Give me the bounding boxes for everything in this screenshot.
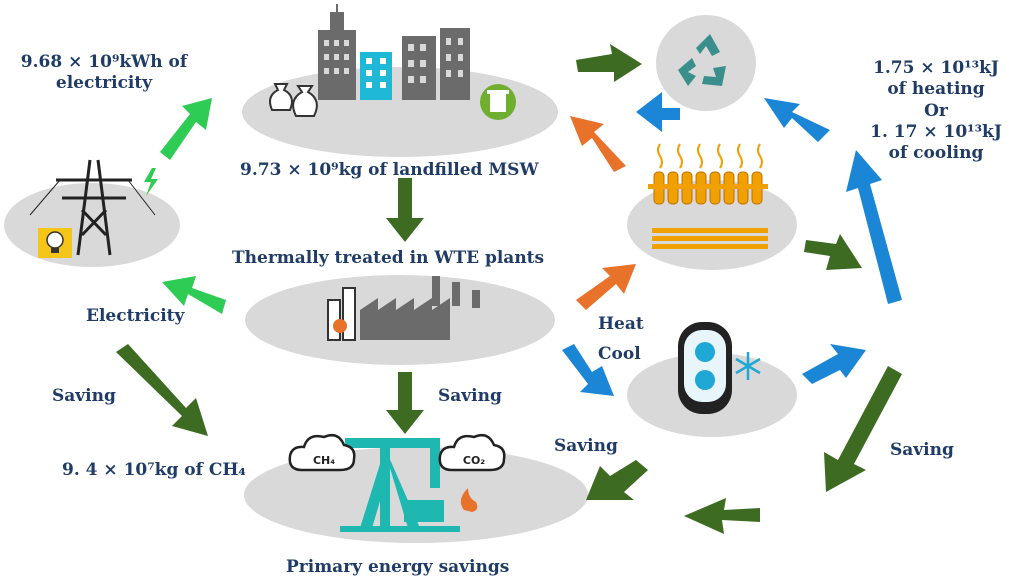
arrow-heating-to-saving: [804, 234, 862, 270]
arrow-plant-to-cool: [562, 344, 614, 396]
radiator-heating-icon: [648, 143, 768, 249]
co2-cloud-label: CO₂: [463, 454, 485, 467]
or-label: Or: [924, 100, 948, 121]
arrow-plant-to-heat: [576, 264, 636, 310]
cooling-line2: of cooling: [888, 143, 984, 163]
trash-bags-icon: [269, 83, 318, 117]
saving-bottom-right-label: Saving: [554, 436, 618, 456]
primary-energy-label: Primary energy savings: [286, 557, 510, 577]
arrow-plant-to-pylon: [162, 276, 226, 314]
lightbulb-icon: [38, 228, 72, 258]
arrow-heating-to-recycle: [636, 92, 680, 132]
electricity-amount-line2: electricity: [55, 73, 153, 94]
saving-center-label: Saving: [438, 386, 502, 406]
arrow-pylon-to-city: [160, 98, 212, 160]
ch4-cloud-label: CH₄: [313, 454, 335, 467]
arrow-saving-up-to-heating: [846, 150, 902, 304]
cool-label: Cool: [598, 344, 641, 364]
arrow-right-saving-down: [824, 366, 902, 492]
methane-amount-label: 9. 4 × 10⁷kg of CH₄: [62, 460, 246, 480]
saving-right-label: Saving: [890, 440, 954, 460]
air-cooler-icon: [678, 322, 732, 414]
electricity-amount-line1: 9.68 × 10⁹kWh of: [20, 52, 188, 72]
landfill-amount-label: 9.73 × 10⁹kg of landfilled MSW: [240, 160, 539, 180]
thermal-treatment-label: Thermally treated in WTE plants: [232, 248, 545, 268]
ch4-cloud-icon: [288, 434, 356, 472]
saving-left-label: Saving: [52, 386, 116, 406]
arrow-city-to-recycle: [576, 44, 642, 82]
city-buildings-icon: [318, 4, 470, 100]
snowflake-icon: [735, 352, 761, 380]
arrow-plant-to-primary: [386, 372, 424, 434]
heating-cooling-label: 1.75 × 10¹³kJ of heating Or 1. 17 × 10¹³…: [850, 58, 1022, 164]
co2-cloud-icon: [438, 434, 506, 472]
power-pylon-icon: [29, 159, 156, 256]
heating-line2: of heating: [887, 79, 985, 100]
electricity-label: Electricity: [86, 306, 185, 326]
cooling-line1: 1. 17 × 10¹³kJ: [870, 121, 1002, 142]
heating-line1: 1.75 × 10¹³kJ: [873, 58, 999, 78]
arrow-heat-to-city: [570, 116, 626, 172]
arrow-cool-saving: [586, 460, 648, 500]
lightning-icon: [144, 168, 158, 196]
arrow-city-to-plant: [386, 178, 424, 242]
trash-bin-icon: [480, 84, 516, 120]
factory-icon: [327, 276, 480, 341]
arrow-electricity-saving: [116, 344, 208, 436]
heat-label: Heat: [598, 314, 644, 334]
arrow-right-to-recycle: [764, 98, 830, 142]
recycle-ellipse: [656, 15, 756, 111]
recycle-icon: [678, 34, 726, 86]
arrow-bottom-to-primary: [684, 498, 760, 534]
oil-pump-icon: [340, 438, 478, 532]
electricity-amount-label: 9.68 × 10⁹kWh of electricity: [4, 52, 204, 95]
arrow-cool-to-right: [802, 344, 866, 384]
